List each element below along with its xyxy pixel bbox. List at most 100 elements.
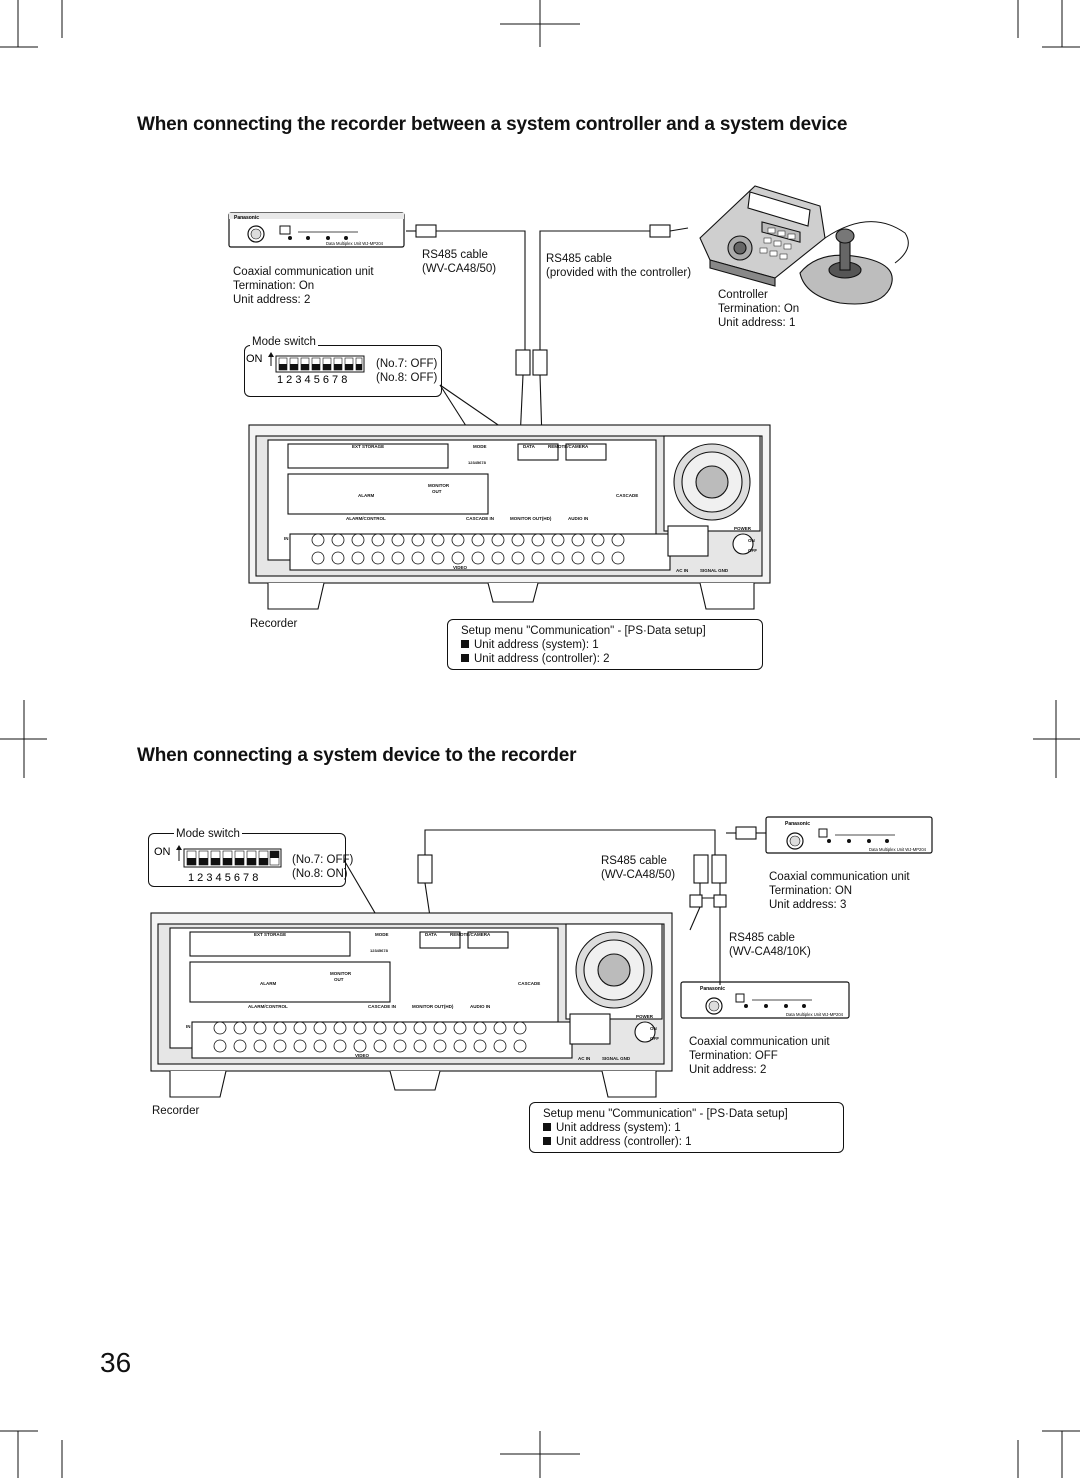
- setup-title-2: Setup menu "Communication" - [PS·Data se…: [543, 1108, 788, 1120]
- cable-right-name-1: RS485 cable: [546, 253, 612, 265]
- controller-address: Unit address: 1: [718, 317, 796, 329]
- recorder-rear-panel-1: EXT STORAGE MODE 12345678 DATA REMOTE/CA…: [248, 424, 771, 610]
- monitor-label: MONITOR: [428, 483, 450, 488]
- mode-label: MODE: [473, 444, 487, 449]
- coax-unit-address-1: Unit address: 2: [233, 294, 311, 306]
- section1-heading: When connecting the recorder between a s…: [137, 114, 848, 135]
- model-text: Data Multiplex Unit WJ-MP204: [326, 241, 384, 246]
- svg-text:Panasonic: Panasonic: [700, 986, 725, 992]
- setup-line1-1: Unit address (system): 1: [474, 639, 599, 651]
- svg-text:AUDIO IN: AUDIO IN: [470, 1004, 490, 1009]
- controller-termination: Termination: On: [718, 303, 800, 315]
- page-number: 36: [100, 1347, 132, 1378]
- on-label: ON: [748, 538, 755, 543]
- power-label: POWER: [734, 526, 752, 531]
- coax-bottom-address-2: Unit address: 2: [689, 1064, 767, 1076]
- coax-bottom-title-2: Coaxial communication unit: [689, 1036, 830, 1048]
- cable-mid-name-2: RS485 cable: [729, 932, 795, 944]
- coax-top-title-2: Coaxial communication unit: [769, 871, 910, 883]
- coax-unit-device-1: Panasonic Data Multiplex Unit WJ-MP204: [228, 212, 405, 248]
- cable-top-model-2: (WV-CA48/50): [601, 869, 676, 881]
- cascade-in-label: CASCADE IN: [466, 516, 494, 521]
- svg-text:DATA: DATA: [425, 932, 438, 937]
- video-label: VIDEO: [453, 565, 468, 570]
- connection-lines-1: [406, 224, 689, 441]
- out-label: OUT: [432, 489, 442, 494]
- cable-right-model-1: (provided with the controller): [546, 267, 692, 279]
- cable-left-model-1: (WV-CA48/50): [422, 263, 497, 275]
- controller-device: [699, 185, 909, 305]
- audio-in-label: AUDIO IN: [568, 516, 588, 521]
- dip-numbers: 1 2 3 4 5 6 7 8: [188, 872, 258, 883]
- coax-top-address-2: Unit address: 3: [769, 899, 847, 911]
- coax-unit-termination-1: Termination: On: [233, 280, 315, 292]
- svg-text:POWER: POWER: [636, 1014, 654, 1019]
- svg-text:MONITOR: MONITOR: [330, 971, 352, 976]
- mode-no7-1: (No.7: OFF): [376, 358, 438, 370]
- bullet-square-icon: [461, 654, 469, 662]
- svg-text:OUT: OUT: [334, 977, 344, 982]
- dip-numbers: 1 2 3 4 5 6 7 8: [277, 374, 347, 384]
- cable-top-name-2: RS485 cable: [601, 855, 667, 867]
- svg-text:Panasonic: Panasonic: [785, 821, 810, 827]
- coax-unit-device-2-bottom: Panasonic Data Multiplex Unit WJ-MP204: [680, 981, 850, 1019]
- dip-switch-1: ON 1 2 3 4 5 6 7 8: [246, 352, 365, 384]
- svg-text:CASCADE IN: CASCADE IN: [368, 1004, 396, 1009]
- svg-text:Data Multiplex Unit WJ-MP204: Data Multiplex Unit WJ-MP204: [786, 1012, 844, 1017]
- data-label: DATA: [523, 444, 536, 449]
- mode-no7-2: (No.7: OFF): [292, 854, 354, 866]
- ac-in-label: AC IN: [676, 568, 688, 573]
- svg-text:ON: ON: [650, 1026, 657, 1031]
- controller-title: Controller: [718, 289, 768, 301]
- recorder-label-1: Recorder: [250, 618, 298, 630]
- coax-unit-device-2-top: Panasonic Data Multiplex Unit WJ-MP204: [765, 816, 933, 854]
- svg-text:VIDEO: VIDEO: [355, 1053, 370, 1058]
- remote-camera-label: REMOTE/CAMERA: [548, 444, 589, 449]
- cascade-label: CASCADE: [616, 493, 638, 498]
- svg-text:CASCADE: CASCADE: [518, 981, 540, 986]
- signal-gnd-label: SIGNAL GND: [700, 568, 729, 573]
- setup-box-2: Setup menu "Communication" - [PS·Data se…: [529, 1102, 844, 1153]
- brand-text: Panasonic: [234, 215, 259, 221]
- mode-switch-title-2: Mode switch: [174, 827, 242, 841]
- cable-left-name-1: RS485 cable: [422, 249, 488, 261]
- svg-text:IN: IN: [186, 1024, 191, 1029]
- svg-text:SIGNAL GND: SIGNAL GND: [602, 1056, 631, 1061]
- bullet-square-icon: [461, 640, 469, 648]
- svg-text:EXT STORAGE: EXT STORAGE: [254, 932, 286, 937]
- setup-line1-2: Unit address (system): 1: [556, 1122, 681, 1134]
- recorder-label-2: Recorder: [152, 1105, 200, 1117]
- bullet-square-icon: [543, 1123, 551, 1131]
- dip-on-label: ON: [246, 353, 263, 365]
- svg-text:ALARM/CONTROL: ALARM/CONTROL: [248, 1004, 288, 1009]
- cable-mid-model-2: (WV-CA48/10K): [729, 946, 811, 958]
- section2-heading: When connecting a system device to the r…: [137, 745, 577, 766]
- svg-text:Data Multiplex Unit WJ-MP204: Data Multiplex Unit WJ-MP204: [869, 847, 927, 852]
- svg-text:ALARM: ALARM: [260, 981, 276, 986]
- mode-digits: 12345678: [468, 460, 487, 465]
- svg-text:12345678: 12345678: [370, 948, 389, 953]
- monitor-out-label: MONITOR OUT(HD): [510, 516, 552, 521]
- mode-switch-title-1: Mode switch: [250, 335, 318, 349]
- setup-line2-2: Unit address (controller): 1: [556, 1136, 692, 1148]
- dip-switch-2: ON 1 2 3 4 5 6 7 8: [154, 845, 282, 883]
- coax-top-termination-2: Termination: ON: [769, 885, 853, 897]
- off-label: OFF: [748, 548, 757, 553]
- alarm-label: ALARM: [358, 493, 374, 498]
- setup-line2-1: Unit address (controller): 2: [474, 653, 610, 665]
- in-label: IN: [284, 536, 289, 541]
- coax-bottom-termination-2: Termination: OFF: [689, 1050, 778, 1062]
- recorder-rear-panel-2: EXT STORAGE MODE 12345678 DATA REMOTE/CA…: [150, 912, 673, 1098]
- svg-text:REMOTE/CAMERA: REMOTE/CAMERA: [450, 932, 491, 937]
- svg-text:MODE: MODE: [375, 932, 389, 937]
- ext-storage-label: EXT STORAGE: [352, 444, 384, 449]
- setup-box-1: Setup menu "Communication" - [PS·Data se…: [447, 619, 763, 670]
- svg-text:OFF: OFF: [650, 1036, 659, 1041]
- bullet-square-icon: [543, 1137, 551, 1145]
- alarm-control-label: ALARM/CONTROL: [346, 516, 386, 521]
- svg-text:AC IN: AC IN: [578, 1056, 590, 1061]
- mode-no8-2: (No.8: ON): [292, 868, 348, 880]
- mode-no8-1: (No.8: OFF): [376, 372, 438, 384]
- coax-unit-title-1: Coaxial communication unit: [233, 266, 374, 278]
